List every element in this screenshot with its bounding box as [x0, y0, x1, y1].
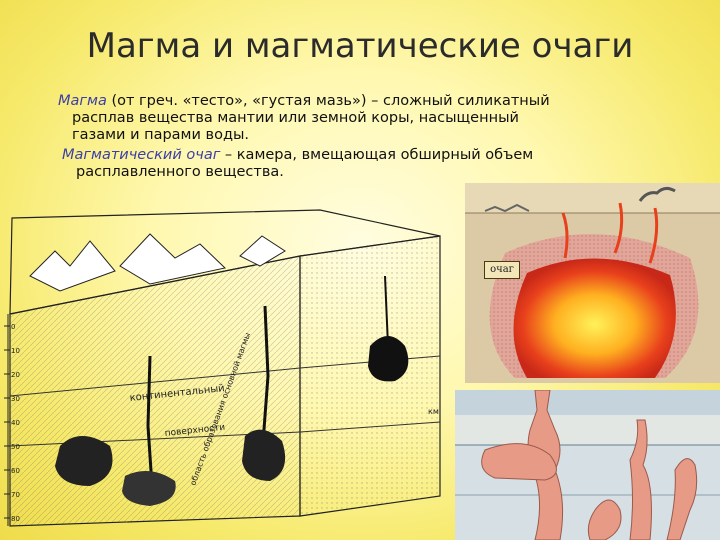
depth-tick-label: 70 [11, 491, 20, 499]
depth-tick-label: 10 [11, 347, 20, 355]
depth-tick-label: 0 [11, 323, 15, 331]
magma-definition-line-2: расплав вещества мантии или земной коры,… [58, 110, 658, 127]
magma-definition: Магма (от греч. «тесто», «густая мазь») … [58, 93, 658, 144]
depth-tick-label: 50 [11, 443, 20, 451]
depth-tick-label: 30 [11, 395, 20, 403]
chamber-definition: Магматический очаг – камера, вмещающая о… [62, 147, 662, 181]
magma-chamber-figure [465, 183, 720, 383]
magma-term: Магма [58, 93, 107, 109]
depth-tick-label: 80 [11, 515, 20, 523]
chamber-definition-line-2: расплавленного вещества. [62, 164, 662, 181]
chamber-term: Магматический очаг [62, 147, 220, 163]
chamber-label: очаг [484, 261, 520, 279]
intrusion-figure [455, 390, 720, 540]
magma-definition-line-3: газами и парами воды. [58, 127, 658, 144]
depth-tick-label: 40 [11, 419, 20, 427]
depth-tick-label: 60 [11, 467, 20, 475]
magma-definition-line-1: (от греч. «тесто», «густая мазь») – слож… [107, 93, 550, 109]
km-label: км [428, 407, 439, 416]
chamber-definition-line-1: – камера, вмещающая обширный объем [220, 147, 533, 163]
crust-block-diagram: континентальный поверхности область обра… [0, 196, 455, 540]
slide-title: Магма и магматические очаги [0, 26, 720, 66]
depth-tick-label: 20 [11, 371, 20, 379]
depth-scale: 0 10 20 30 40 50 60 70 80 [4, 323, 20, 523]
